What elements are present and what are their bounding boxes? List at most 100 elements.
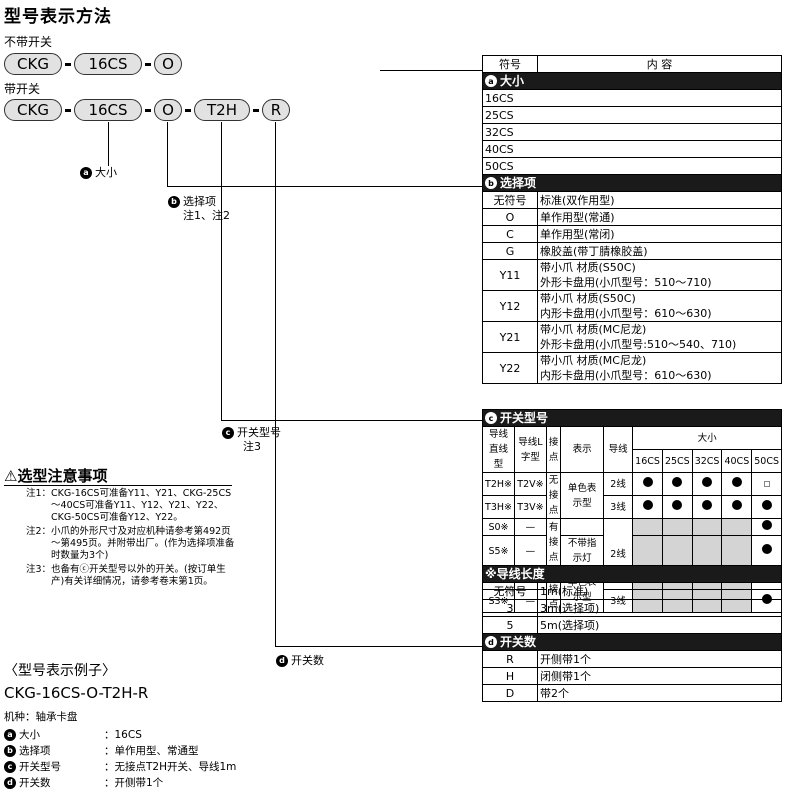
note-item: 注3：也备有ⓒ开关型号以外的开关。(按订单生产)有关详细情况，请参考卷末第1页。	[26, 564, 226, 587]
size-row: 25CS	[482, 106, 782, 124]
count-code: D	[482, 684, 538, 702]
switch-straight: T3H※	[482, 495, 515, 519]
badge-b-icon: b	[4, 745, 16, 757]
mark-dot-icon	[691, 472, 723, 496]
example-title: 〈型号表示例子〉	[4, 663, 116, 679]
option-text: 单作用型(常通)	[537, 208, 782, 226]
dash	[253, 109, 259, 112]
connector-line	[221, 122, 222, 420]
mark-dot-icon	[661, 495, 693, 519]
header-contact: 接点	[545, 426, 562, 473]
mark-dot-icon	[721, 472, 753, 496]
contact-yes: 有接点	[545, 518, 562, 567]
wire-text: 5m(选择项)	[537, 616, 782, 634]
count-text: 闭侧带1个	[537, 667, 782, 685]
section-wire-length: ※导线长度	[482, 565, 782, 583]
with-switch-label: 带开关	[4, 82, 41, 96]
mark-empty	[721, 535, 753, 567]
badge-c-icon: c	[485, 412, 497, 424]
size-row: 16CS	[482, 89, 782, 107]
mark-dot-icon	[632, 495, 663, 519]
switch-lshape: T2V※	[513, 472, 547, 496]
note-item: 注1：CKG-16CS可准备Y11、Y21、CKG-25CS～40CS可准备Y1…	[26, 488, 232, 523]
connector-line	[167, 122, 168, 186]
option-text: 标准(双作用型)	[537, 191, 782, 209]
wire-type: 2线	[602, 472, 634, 496]
option-text: 带小爪 材质(S50C)外形卡盘用(小爪型号：510～710)	[537, 259, 782, 291]
option-code: G	[482, 242, 538, 260]
option-code: C	[482, 225, 538, 243]
model-pill-size: 16CS	[74, 99, 142, 121]
option-text: 带小爪 材质(MC尼龙)外形卡盘用(小爪型号:510～540、710)	[537, 321, 782, 353]
size-row: 40CS	[482, 140, 782, 158]
dash	[145, 109, 151, 112]
mark-empty	[632, 535, 663, 567]
mark-empty	[661, 535, 693, 567]
dash	[65, 63, 71, 66]
switch-lshape: —	[513, 535, 547, 567]
size-col: 32CS	[691, 449, 723, 473]
divider	[4, 485, 232, 486]
display-single: 单色表示型	[560, 472, 604, 519]
connector-line	[108, 122, 109, 166]
mark-dot-icon	[751, 518, 782, 536]
header-wire: 导线	[602, 426, 634, 473]
dash	[65, 109, 71, 112]
badge-b-icon: b	[485, 177, 497, 189]
page-title: 型号表示方法	[4, 7, 112, 27]
option-code: Y22	[482, 352, 538, 384]
mark-dot-icon	[661, 472, 693, 496]
count-code: R	[482, 650, 538, 668]
badge-d-icon: d	[4, 777, 16, 789]
mark-empty	[721, 518, 753, 536]
count-code: H	[482, 667, 538, 685]
note-item: 注2：小爪的外形尺寸及对应机种请参考第492页～第495页。并附带出厂。(作为选…	[26, 526, 235, 561]
switch-straight: T2H※	[482, 472, 515, 496]
warning-icon: ⚠	[4, 467, 18, 485]
display-blank	[560, 518, 604, 536]
wire-text: 3m(选择项)	[537, 599, 782, 617]
switch-straight: S0※	[482, 518, 515, 536]
model-pill-switch: T2H	[194, 99, 250, 121]
contact-none: 无接点	[545, 472, 562, 519]
mark-dot-icon	[721, 495, 753, 519]
connector-line	[167, 186, 482, 187]
option-code: O	[482, 208, 538, 226]
size-row: 32CS	[482, 123, 782, 141]
wire-code: 无符号	[482, 582, 538, 600]
connector-line	[221, 420, 482, 421]
header-code: 符号	[482, 55, 538, 73]
size-row: 50CS	[482, 157, 782, 175]
no-switch-label: 不带开关	[4, 35, 53, 49]
size-col: 40CS	[721, 449, 753, 473]
example-model: CKG-16CS-O-T2H-R	[4, 684, 149, 702]
switch-lshape: T3V※	[513, 495, 547, 519]
header-lshape: 导线L字型	[513, 426, 547, 473]
option-code: 无符号	[482, 191, 538, 209]
badge-a-icon: a	[485, 75, 497, 87]
count-text: 带2个	[537, 684, 782, 702]
option-code: Y21	[482, 321, 538, 353]
connector-line	[275, 122, 276, 646]
badge-b-icon: b	[168, 196, 180, 208]
badge-c-icon: c	[222, 427, 234, 439]
option-text: 橡胶盖(带丁腈橡胶盖)	[537, 242, 782, 260]
option-code: Y12	[482, 290, 538, 322]
badge-a-icon: a	[4, 729, 16, 741]
wire-type: 3线	[602, 495, 634, 519]
switch-lshape: —	[513, 518, 547, 536]
count-text: 开侧带1个	[537, 650, 782, 668]
connector-line	[275, 646, 482, 647]
